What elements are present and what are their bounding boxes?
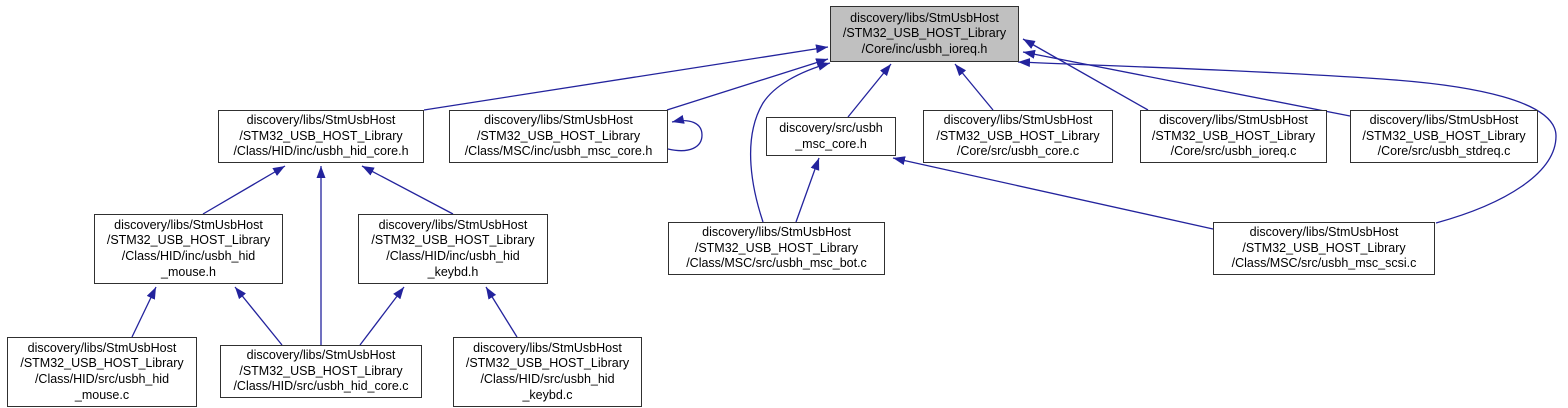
graph-node-hid_core_h[interactable]: discovery/libs/StmUsbHost/STM32_USB_HOST… [218,110,424,163]
node-label-line: _mouse.h [161,264,216,279]
node-label-line: /Core/src/usbh_core.c [956,144,1080,159]
node-label-line: /Core/src/usbh_ioreq.c [1170,144,1297,159]
graph-node-hid_mouse_h[interactable]: discovery/libs/StmUsbHost/STM32_USB_HOST… [94,214,283,284]
include-edge-msc_scsi_c-to-usbh_ioreq_h [1017,58,1557,224]
node-label-line: _keybd.c [522,387,573,402]
node-label-line: /STM32_USB_HOST_Library [476,128,641,143]
graph-node-msc_scsi_c[interactable]: discovery/libs/StmUsbHost/STM32_USB_HOST… [1213,222,1435,275]
node-label-line: /Class/HID/inc/usbh_hid [386,249,520,263]
graph-node-src_msc_core_h[interactable]: discovery/src/usbh_msc_core.h [766,117,896,156]
node-label-line: discovery/libs/StmUsbHost [484,113,633,128]
node-label-line: /Class/HID/inc/usbh_hid_core.h [233,144,409,159]
node-label-line: /Class/HID/inc/usbh_hid [121,249,256,263]
node-label-line: /STM32_USB_HOST_Library [694,240,859,255]
include-edge-usbh_stdreq_c-to-usbh_ioreq_h [1022,49,1351,117]
node-label-line: /Class/MSC/src/usbh_msc_scsi.c [1231,256,1417,271]
node-label-line: /Core/inc/usbh_ioreq.h [861,41,988,56]
node-label-line: discovery/libs/StmUsbHost [1369,113,1519,128]
node-label-line: /STM32_USB_HOST_Library [842,26,1007,41]
node-label-line: /STM32_USB_HOST_Library [1242,240,1406,255]
include-edge-msc_core_h-to-msc_core_h [667,115,703,152]
node-label-line: /Class/HID/src/usbh_hid [480,372,615,386]
node-label-line: /STM32_USB_HOST_Library [20,356,184,371]
include-edge-msc_bot_c-to-src_msc_core_h [795,157,820,223]
node-label-line: /STM32_USB_HOST_Library [106,233,271,248]
node-label-line: /Class/MSC/inc/usbh_msc_core.h [464,144,653,159]
node-label-line: /Class/HID/src/usbh_hid [34,372,170,386]
node-label-line: _keybd.h [427,264,479,279]
graph-node-hid_mouse_c[interactable]: discovery/libs/StmUsbHost/STM32_USB_HOST… [7,337,197,407]
node-label-line: /Core/src/usbh_stdreq.c [1377,144,1511,159]
include-edge-msc_bot_c-to-usbh_ioreq_h [749,61,831,223]
graph-node-msc_core_h[interactable]: discovery/libs/StmUsbHost/STM32_USB_HOST… [449,110,668,163]
include-edge-hid_keybd_h-to-hid_core_h [361,165,454,215]
node-label-line: /STM32_USB_HOST_Library [465,356,630,371]
node-label-line: _msc_core.h [795,136,867,151]
include-edge-hid_mouse_h-to-hid_core_h [202,165,286,215]
node-label-line: discovery/libs/StmUsbHost [246,113,396,128]
include-edge-usbh_ioreq_c-to-usbh_ioreq_h [1022,38,1149,111]
node-label-line: discovery/libs/StmUsbHost [1159,113,1308,128]
node-label-line: discovery/src/usbh [779,120,883,135]
node-label-line: discovery/libs/StmUsbHost [473,340,622,355]
include-edge-hid_core_c-to-hid_mouse_h [234,286,283,346]
include-edge-hid_mouse_c-to-hid_mouse_h [131,286,157,338]
node-label-line: discovery/libs/StmUsbHost [850,10,999,25]
graph-node-hid_keybd_h[interactable]: discovery/libs/StmUsbHost/STM32_USB_HOST… [358,214,548,284]
node-label-line: /STM32_USB_HOST_Library [371,233,535,248]
graph-node-usbh_core_c[interactable]: discovery/libs/StmUsbHost/STM32_USB_HOST… [923,110,1113,163]
node-label-line: discovery/libs/StmUsbHost [1249,225,1399,240]
node-label-line: discovery/libs/StmUsbHost [114,217,263,232]
node-label-line: _mouse.c [74,387,130,402]
graph-node-usbh_stdreq_c[interactable]: discovery/libs/StmUsbHost/STM32_USB_HOST… [1350,110,1538,163]
node-label-line: /STM32_USB_HOST_Library [239,363,403,378]
include-edge-hid_core_h-to-usbh_ioreq_h [423,44,829,111]
node-label-line: /Class/HID/src/usbh_hid_core.c [233,379,409,394]
node-label-line: /STM32_USB_HOST_Library [239,128,403,143]
include-edge-msc_scsi_c-to-src_msc_core_h [892,156,1214,230]
graph-node-usbh_ioreq_c[interactable]: discovery/libs/StmUsbHost/STM32_USB_HOST… [1140,110,1327,163]
include-edge-usbh_core_c-to-usbh_ioreq_h [954,63,994,111]
graph-node-msc_bot_c[interactable]: discovery/libs/StmUsbHost/STM32_USB_HOST… [668,222,885,275]
graph-node-hid_keybd_c[interactable]: discovery/libs/StmUsbHost/STM32_USB_HOST… [453,337,642,407]
graph-node-usbh_ioreq_h[interactable]: discovery/libs/StmUsbHost/STM32_USB_HOST… [830,6,1019,62]
node-label-line: /STM32_USB_HOST_Library [1151,128,1316,143]
graph-node-hid_core_c[interactable]: discovery/libs/StmUsbHost/STM32_USB_HOST… [220,345,422,398]
include-edge-hid_core_c-to-hid_keybd_h [359,286,405,346]
node-label-line: /STM32_USB_HOST_Library [1362,128,1526,143]
node-label-line: /Class/MSC/src/usbh_msc_bot.c [686,256,867,271]
node-label-line: discovery/libs/StmUsbHost [378,217,528,232]
edges-group [131,38,1557,346]
include-edge-src_msc_core_h-to-usbh_ioreq_h [847,63,892,118]
node-label-line: discovery/libs/StmUsbHost [246,348,396,363]
include-edge-msc_core_h-to-usbh_ioreq_h [666,58,829,111]
include-edge-hid_keybd_c-to-hid_keybd_h [485,286,518,338]
node-label-line: discovery/libs/StmUsbHost [702,225,851,240]
node-label-line: /STM32_USB_HOST_Library [936,128,1100,143]
node-label-line: discovery/libs/StmUsbHost [27,340,177,355]
node-label-line: discovery/libs/StmUsbHost [943,113,1093,128]
